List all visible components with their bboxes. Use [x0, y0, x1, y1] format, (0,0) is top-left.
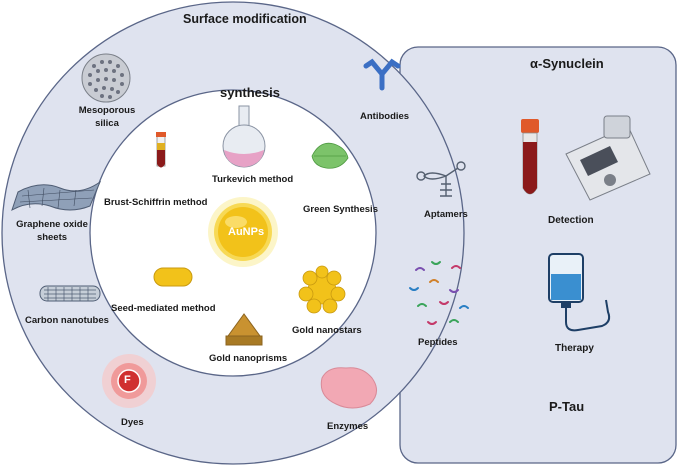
dye-icon	[102, 354, 156, 408]
gold-nanoprism-icon	[225, 313, 263, 346]
iv-bag-icon	[548, 253, 611, 332]
mesoporous-silica-label: Mesoporous silica	[78, 105, 136, 129]
synthesis-title: synthesis	[220, 85, 280, 100]
aptamer-icon	[416, 161, 466, 197]
peptides-icon	[409, 261, 469, 325]
blood-tube-icon	[521, 119, 539, 195]
antibody-icon	[363, 58, 401, 91]
peptides-label: Peptides	[418, 337, 458, 348]
test-tube-icon	[156, 132, 166, 168]
enzymes-label: Enzymes	[327, 421, 369, 432]
p-tau-title: P-Tau	[549, 399, 585, 414]
detection-label: Detection	[548, 215, 594, 226]
green-synthesis-label: Green Synthesis	[303, 204, 378, 215]
aptamers-label: Aptamers	[424, 209, 468, 220]
gold-nanostar-icon	[298, 265, 346, 314]
carbon-nanotube-icon	[39, 285, 101, 302]
dyes-label: Dyes	[121, 417, 144, 428]
graphene-oxide-label: Graphene oxide sheets	[16, 219, 88, 243]
aunps-label: AuNPs	[228, 226, 265, 238]
flask-icon	[222, 105, 266, 168]
leaf-icon	[311, 142, 349, 169]
therapy-label: Therapy	[555, 343, 594, 354]
mesoporous-silica-icon	[81, 53, 131, 103]
turkevich-label: Turkevich method	[212, 174, 294, 185]
alpha-synuclein-title: α-Synuclein	[530, 56, 604, 71]
detection-device-icon	[565, 115, 651, 201]
graphene-oxide-sheet-icon	[11, 180, 102, 212]
seed-particle-icon	[153, 267, 193, 287]
enzyme-icon	[320, 367, 377, 409]
seed-mediated-label: Seed-mediated method	[111, 303, 216, 314]
carbon-nanotubes-label: Carbon nanotubes	[25, 315, 109, 326]
antibodies-label: Antibodies	[360, 111, 410, 122]
surface-modification-title: Surface modification	[183, 12, 307, 26]
aunps-sphere-icon	[208, 197, 278, 267]
dye-letter: F	[124, 374, 131, 386]
gold-nanostars-label: Gold nanostars	[292, 325, 362, 336]
brust-schiffrin-label: Brust-Schiffrin method	[104, 197, 208, 208]
gold-nanoprisms-label: Gold nanoprisms	[209, 353, 288, 364]
